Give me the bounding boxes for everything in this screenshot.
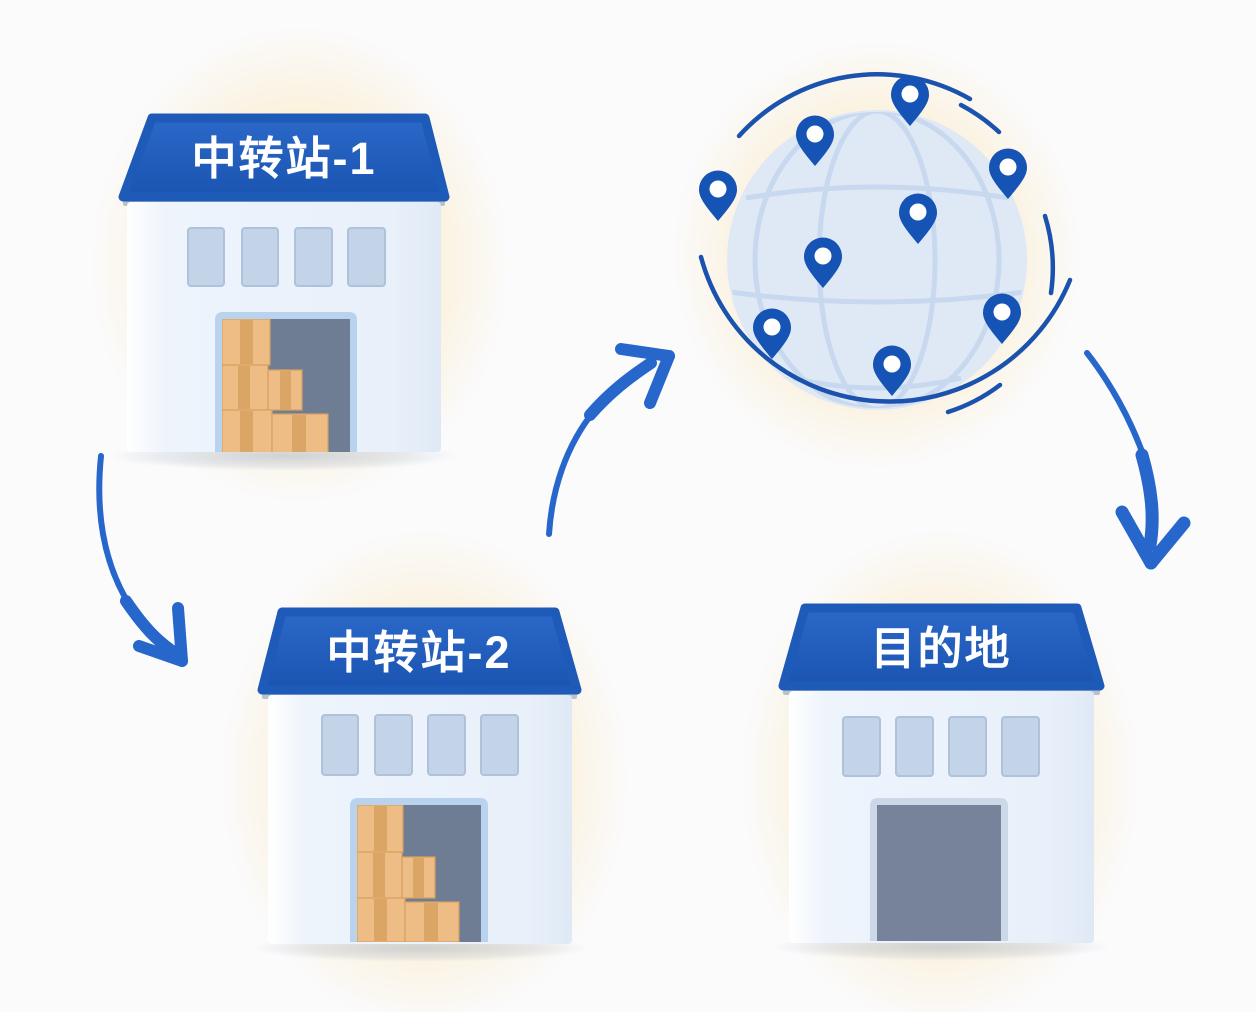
door-panel xyxy=(877,805,1001,941)
window xyxy=(187,227,225,287)
building-roof xyxy=(257,607,582,695)
box-tape xyxy=(240,411,253,452)
curved-arrow-shaft xyxy=(1084,350,1148,463)
orbit-arc xyxy=(736,72,973,139)
window xyxy=(374,714,413,776)
door-with-boxes xyxy=(350,798,488,942)
orbit-arc xyxy=(958,102,1002,135)
building-label: 目的地 xyxy=(870,623,1011,674)
window xyxy=(294,227,333,287)
box-tape xyxy=(373,853,385,897)
curved-arrow-shaft xyxy=(1135,448,1159,552)
arrowhead xyxy=(133,640,188,667)
arrowhead xyxy=(644,350,675,409)
curved-arrow-shaft xyxy=(546,408,597,537)
box-tape xyxy=(240,320,253,364)
curved-arrow-shaft xyxy=(96,453,135,612)
closed-door xyxy=(870,798,1008,941)
window xyxy=(480,714,519,776)
building-roof xyxy=(118,113,450,202)
building-destination: 目的地 xyxy=(771,603,1111,961)
box-tape xyxy=(238,366,250,409)
window xyxy=(427,714,466,776)
box-tape xyxy=(374,899,387,941)
curved-arrow-shaft xyxy=(120,595,178,657)
building-label: 中转站-1 xyxy=(191,133,376,184)
orbit-arc xyxy=(945,382,1003,415)
arrow-station2-to-globe xyxy=(546,343,675,537)
window xyxy=(895,716,934,777)
window xyxy=(842,716,881,777)
arrowhead xyxy=(1115,505,1158,570)
window xyxy=(1001,716,1040,777)
box-tape xyxy=(292,415,306,452)
arrow-station1-to-station2 xyxy=(96,453,188,667)
box-tape xyxy=(424,903,438,941)
window xyxy=(241,227,279,287)
arrow-globe-to-destination xyxy=(1084,350,1191,570)
globe-icon xyxy=(698,72,1073,415)
box-tape xyxy=(413,858,424,898)
orbit-arc xyxy=(1042,213,1056,296)
orbit-arcs xyxy=(698,72,1073,415)
window xyxy=(321,714,359,776)
arrowhead xyxy=(1144,516,1191,570)
building-roof xyxy=(778,603,1105,691)
arrowhead xyxy=(615,343,675,362)
window xyxy=(347,227,386,287)
arrowhead xyxy=(172,602,188,667)
building-transfer-station-2: 中转站-2 xyxy=(250,607,590,962)
curved-arrow-shaft xyxy=(584,357,657,421)
door-with-boxes xyxy=(215,312,357,452)
orbit-arc xyxy=(698,254,1073,404)
box-tape xyxy=(280,371,291,410)
building-transfer-station-1: 中转站-1 xyxy=(109,113,459,471)
building-label: 中转站-2 xyxy=(326,627,511,678)
window xyxy=(948,716,987,777)
globe-sphere xyxy=(727,110,1027,410)
box-tape xyxy=(374,806,387,851)
